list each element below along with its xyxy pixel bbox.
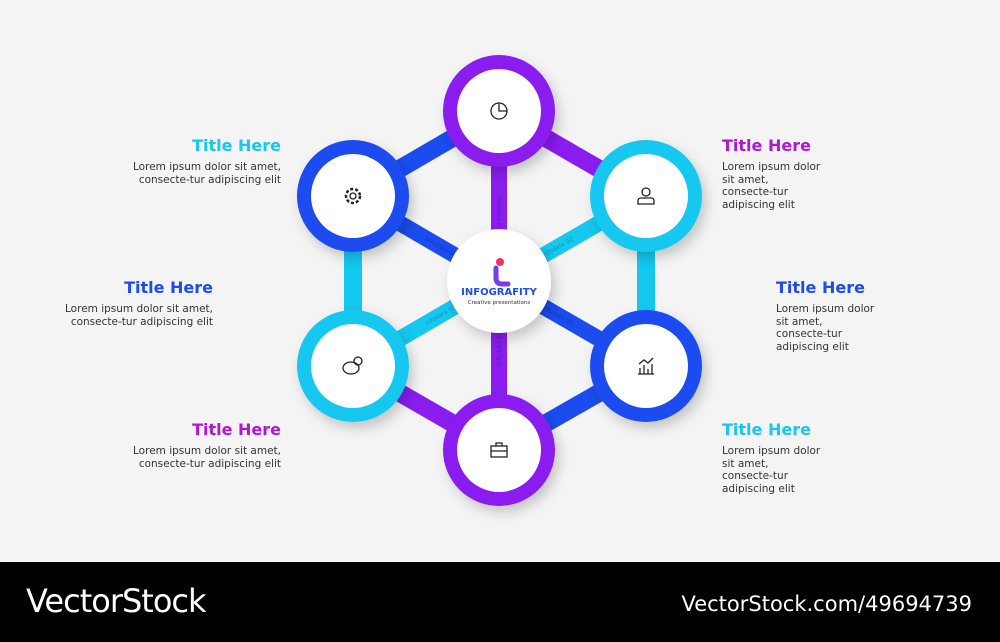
node-briefcase [443, 394, 555, 506]
block-title: Title Here [192, 420, 281, 439]
block-text: Lorem ipsum dolor sit amet, consecte-tur… [722, 445, 821, 495]
block-text: Lorem ipsum dolor sit amet, consecte-tur… [133, 161, 281, 186]
spoke-label: Infodata 04 [496, 331, 503, 366]
node-piggy-bank [297, 310, 409, 422]
node-user [590, 140, 702, 252]
logo-dot [496, 258, 504, 266]
gear-icon [344, 187, 362, 205]
block-title: Title Here [722, 136, 811, 155]
logo-mark [493, 265, 511, 287]
spoke-label: Infodata 01 [495, 196, 502, 231]
piggy-bank-icon [342, 356, 363, 375]
block-title: Title Here [192, 136, 281, 155]
pie-chart-icon [490, 102, 508, 120]
node-gear [297, 140, 409, 252]
vectorstock-logo: VectorStock [26, 582, 207, 620]
block-text: Lorem ipsum dolor sit amet, consecte-tur… [722, 161, 821, 211]
center-brand: INFOGRAFITY [461, 287, 537, 298]
briefcase-icon [490, 442, 508, 458]
block-title: Title Here [776, 278, 865, 297]
center-circle: INFOGRAFITY Creative presentations [447, 229, 551, 333]
node-bar-chart [590, 310, 702, 422]
block-title: Title Here [124, 278, 213, 297]
user-icon [637, 187, 655, 205]
bar-chart-icon [638, 357, 654, 375]
center-tagline: Creative presentations [468, 300, 531, 306]
node-pie-chart [443, 55, 555, 167]
block-title: Title Here [722, 420, 811, 439]
block-text: Lorem ipsum dolor sit amet, consecte-tur… [65, 303, 213, 328]
footer: VectorStock VectorStock.com/49694739 [0, 562, 1000, 642]
block-text: Lorem ipsum dolor sit amet, consecte-tur… [776, 303, 875, 353]
image-reference: VectorStock.com/49694739 [681, 592, 972, 616]
block-text: Lorem ipsum dolor sit amet, consecte-tur… [133, 445, 281, 470]
